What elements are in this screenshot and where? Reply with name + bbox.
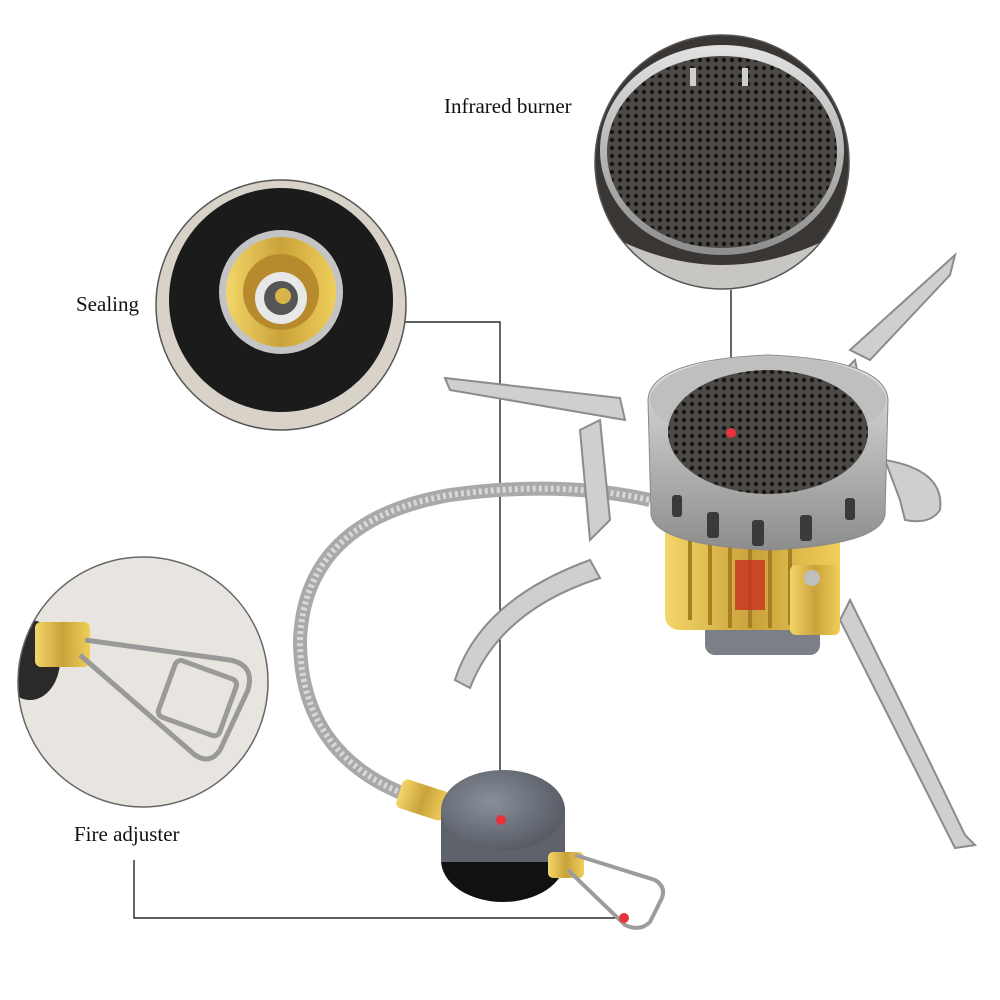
fire-adjuster-knob: [396, 770, 666, 930]
marker-dots: [496, 428, 736, 923]
label-infrared-burner: Infrared burner: [444, 94, 572, 118]
label-fire-adjuster: Fire adjuster: [74, 822, 180, 846]
sealing-detail: [156, 180, 406, 430]
label-sealing: Sealing: [76, 292, 139, 316]
burner-body: [647, 354, 889, 655]
pot-supports: [443, 252, 978, 850]
infrared-burner-detail: [595, 35, 849, 289]
marker-infrared: [726, 428, 736, 438]
marker-knob: [496, 815, 506, 825]
marker-fire-adjuster: [619, 913, 629, 923]
fire-adjuster-detail: [18, 557, 268, 807]
hose: [292, 481, 652, 807]
